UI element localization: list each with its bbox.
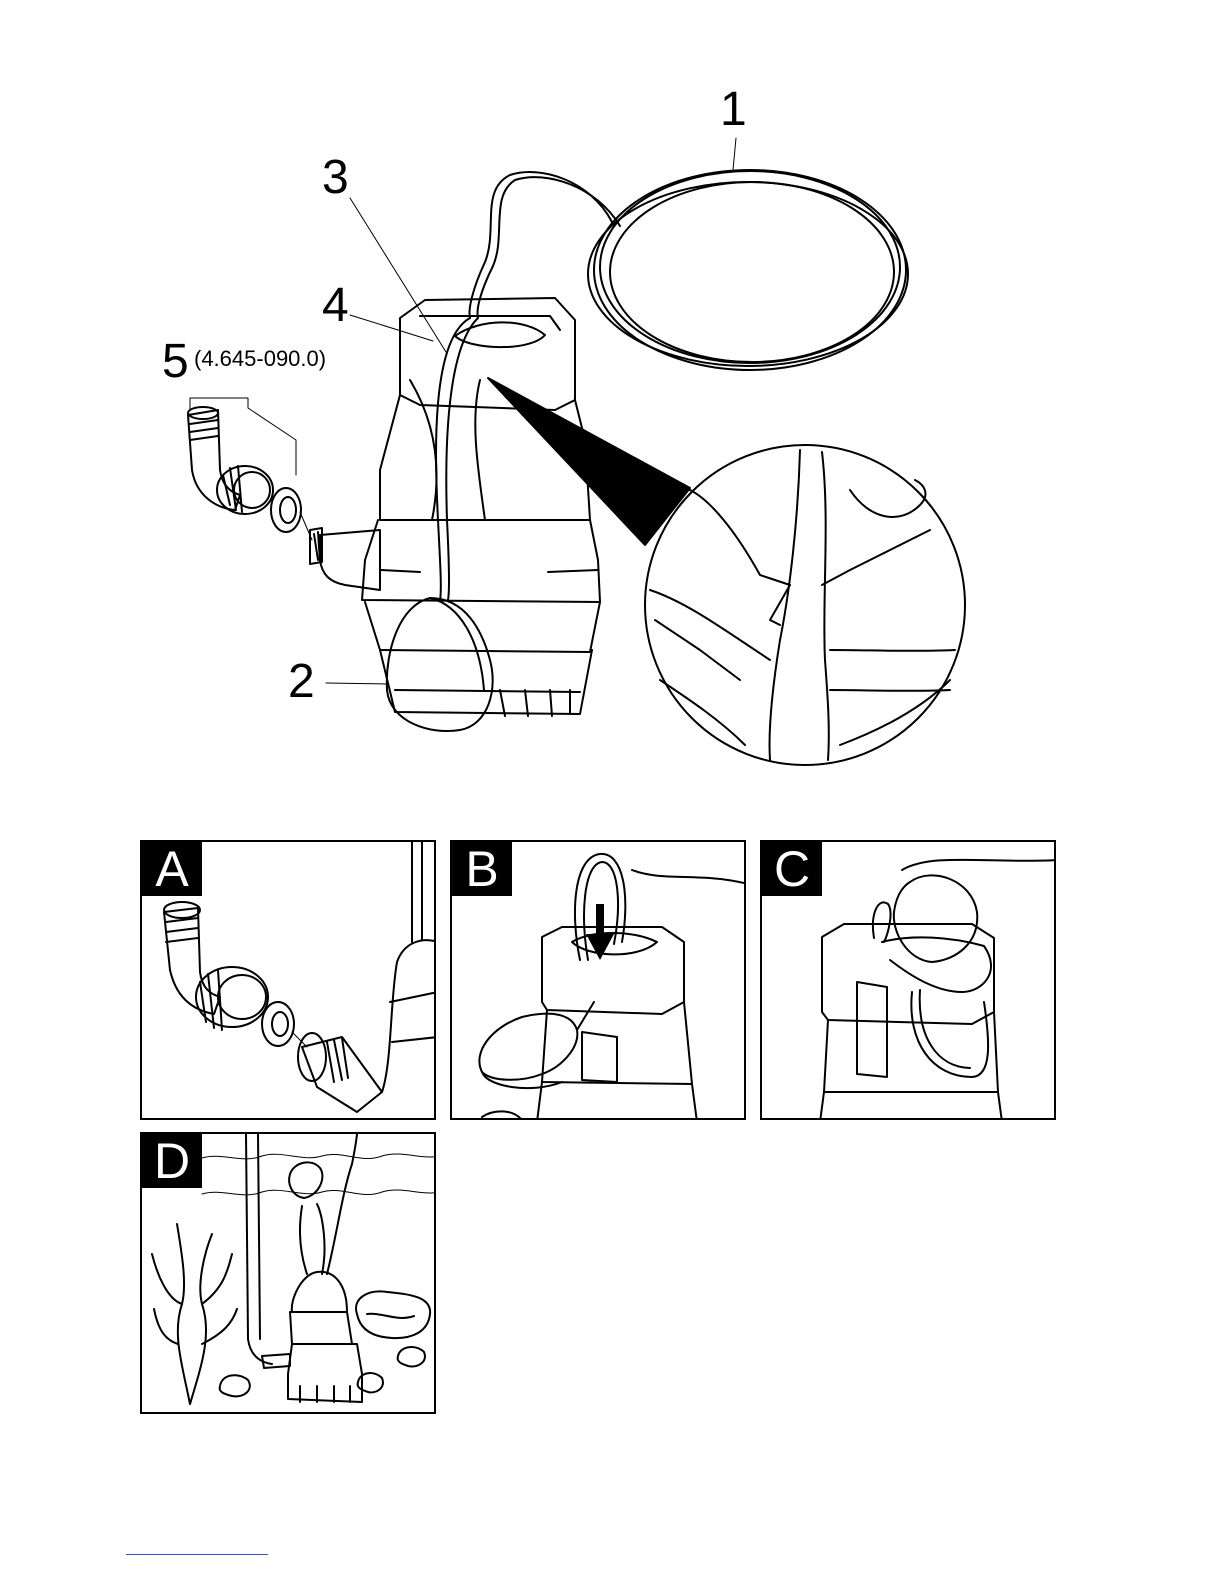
footer-rule [126,1554,268,1555]
cable-coil-icon [470,170,908,370]
pump-body-icon [362,298,600,716]
pump-exploded-illustration [0,0,1224,800]
stone-icon [220,1375,250,1396]
panel-letter-b: B [452,842,512,896]
panel-letter-c: C [762,842,822,896]
callout-3: 3 [322,154,349,202]
panel-letter-d: D [142,1134,202,1188]
step-panel-a: A [140,840,436,1120]
panel-letter-a: A [142,842,202,896]
stone-icon [398,1347,425,1366]
step-panel-d: D [140,1132,436,1414]
float-switch-icon [387,598,493,731]
callout-1: 1 [720,86,747,134]
callout-2: 2 [288,658,315,706]
callout-5: 5 [162,338,189,386]
plant-icon [152,1224,237,1404]
step-panel-b: B [450,840,746,1120]
step-panel-c: C [760,840,1056,1120]
magnifier-detail-icon [645,445,965,765]
connector-part-number: (4.645-090.0) [194,348,326,370]
callout-4: 4 [322,282,349,330]
sealing-ring-icon [262,1002,294,1046]
angle-connector-icon [188,407,273,514]
